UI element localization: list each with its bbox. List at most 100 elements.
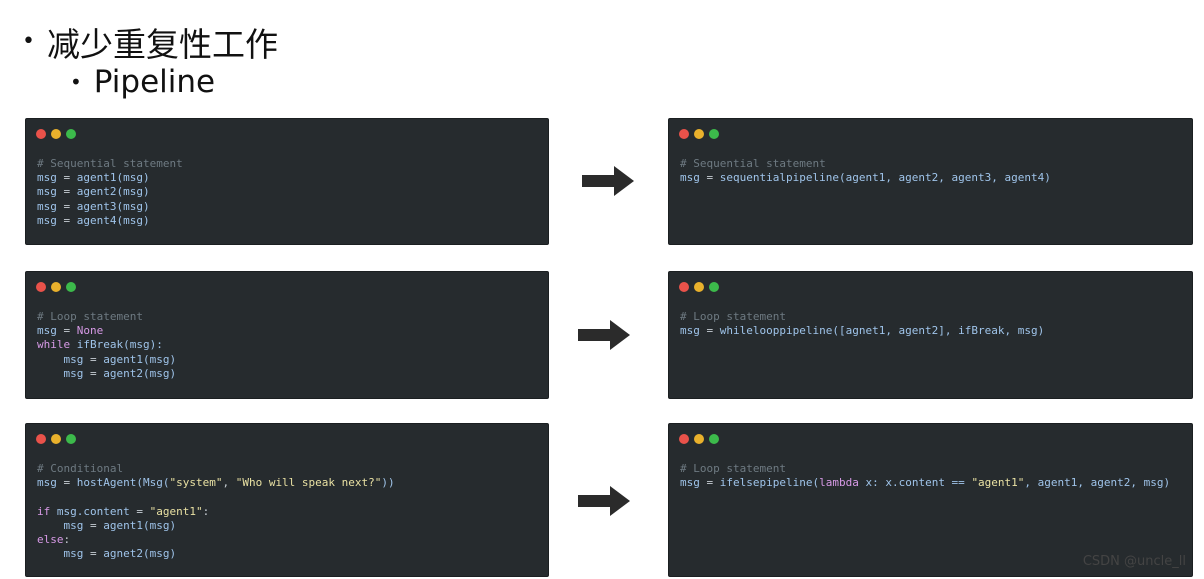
code-token: : <box>202 504 210 518</box>
close-dot-icon <box>679 434 689 444</box>
code-block: # Conditional msg = hostAgent(Msg("syste… <box>37 462 395 561</box>
code-window-conditional-before: # Conditional msg = hostAgent(Msg("syste… <box>25 423 549 577</box>
code-token: "agent1" <box>971 476 1025 490</box>
code-token: = <box>56 324 77 338</box>
code-token: = <box>56 476 77 490</box>
maximize-dot-icon <box>66 129 76 139</box>
code-token: = <box>56 185 77 199</box>
code-token: msg <box>37 185 57 199</box>
code-token: = <box>56 213 77 227</box>
main-heading: • 减少重复性工作 <box>22 18 278 66</box>
watermark: CSDN @uncle_ll <box>1082 554 1186 569</box>
code-token: msg <box>37 324 57 338</box>
minimize-dot-icon <box>51 434 61 444</box>
code-token: "Who will speak next?" <box>235 476 382 490</box>
code-comment: # Conditional <box>37 462 124 475</box>
code-block: # Loop statement msg = whilelooppipeline… <box>680 310 1044 338</box>
code-token: = <box>699 476 720 490</box>
code-token: , agent1, agent2, msg) <box>1024 476 1171 490</box>
close-dot-icon <box>679 129 689 139</box>
maximize-dot-icon <box>709 129 719 139</box>
code-token: agent1(msg) <box>103 518 177 532</box>
code-token: lambda <box>819 476 859 490</box>
code-token: else <box>37 533 64 547</box>
code-token: = <box>56 199 77 213</box>
code-window-sequential-before: # Sequential statement msg = agent1(msg)… <box>25 118 549 245</box>
code-token: "agent1" <box>149 504 203 518</box>
code-token: = <box>83 547 104 561</box>
minimize-dot-icon <box>694 282 704 292</box>
minimize-dot-icon <box>51 129 61 139</box>
code-token: whilelooppipeline([agnet1, agent2], ifBr… <box>719 324 1045 338</box>
code-token: x: x.content == <box>858 476 972 490</box>
close-dot-icon <box>36 282 46 292</box>
arrow-right-icon <box>578 320 630 350</box>
sub-heading-text: Pipeline <box>93 64 216 100</box>
minimize-dot-icon <box>694 129 704 139</box>
code-token: agent4(msg) <box>76 213 150 227</box>
code-token: msg <box>37 518 84 532</box>
code-block: # Loop statement msg = None while ifBrea… <box>37 310 176 381</box>
code-token: msg.content <box>50 504 130 518</box>
code-token: agnet2(msg) <box>103 547 177 561</box>
code-token: "system" <box>169 476 223 490</box>
minimize-dot-icon <box>51 282 61 292</box>
maximize-dot-icon <box>709 282 719 292</box>
code-token: msg <box>680 171 700 185</box>
code-token: msg <box>37 476 57 490</box>
maximize-dot-icon <box>709 434 719 444</box>
code-token: ifBreak(msg): <box>70 338 163 352</box>
code-window-loop-after: # Loop statement msg = whilelooppipeline… <box>668 271 1193 399</box>
maximize-dot-icon <box>66 282 76 292</box>
code-token: = <box>699 171 720 185</box>
code-token: agent3(msg) <box>76 199 150 213</box>
minimize-dot-icon <box>694 434 704 444</box>
arrow-right-icon <box>578 486 630 516</box>
code-comment: # Loop statement <box>680 462 786 475</box>
code-token: msg <box>37 547 84 561</box>
code-token: = <box>83 366 104 380</box>
code-token: agent1(msg) <box>76 171 150 185</box>
bullet-icon: • <box>70 70 82 94</box>
code-window-sequential-after: # Sequential statement msg = sequentialp… <box>668 118 1193 245</box>
arrow-right-icon <box>582 166 634 196</box>
code-token: ifelsepipeline( <box>719 476 820 490</box>
code-token: msg <box>37 213 57 227</box>
code-comment: # Loop statement <box>680 310 786 323</box>
code-token: sequentialpipeline(agent1, agent2, agent… <box>719 171 1051 185</box>
code-token: = <box>129 504 150 518</box>
code-token: = <box>83 352 104 366</box>
close-dot-icon <box>679 282 689 292</box>
code-token: hostAgent(Msg( <box>76 476 170 490</box>
code-token: msg <box>37 199 57 213</box>
code-token: agent1(msg) <box>103 352 177 366</box>
code-token: : <box>63 533 71 547</box>
code-token: = <box>83 518 104 532</box>
code-token: agent2(msg) <box>76 185 150 199</box>
close-dot-icon <box>36 129 46 139</box>
code-token: msg <box>37 352 84 366</box>
main-heading-text: 减少重复性工作 <box>46 25 278 64</box>
window-controls <box>36 282 76 292</box>
window-controls <box>36 434 76 444</box>
code-block: # Sequential statement msg = agent1(msg)… <box>37 157 183 228</box>
window-controls <box>679 434 719 444</box>
window-controls <box>679 129 719 139</box>
code-token: = <box>56 171 77 185</box>
maximize-dot-icon <box>66 434 76 444</box>
close-dot-icon <box>36 434 46 444</box>
code-token: msg <box>680 476 700 490</box>
code-token: if <box>37 504 51 518</box>
code-token: while <box>37 338 71 352</box>
code-token: , <box>222 476 236 490</box>
bullet-icon: • <box>22 29 35 54</box>
code-comment: # Loop statement <box>37 310 143 323</box>
code-token: msg <box>37 366 84 380</box>
code-comment: # Sequential statement <box>680 157 826 170</box>
code-token: msg <box>680 324 700 338</box>
window-controls <box>679 282 719 292</box>
code-token: agent2(msg) <box>103 366 177 380</box>
code-window-conditional-after: # Loop statement msg = ifelsepipeline(la… <box>668 423 1193 577</box>
code-block: # Sequential statement msg = sequentialp… <box>680 157 1051 185</box>
code-token: None <box>76 324 104 338</box>
